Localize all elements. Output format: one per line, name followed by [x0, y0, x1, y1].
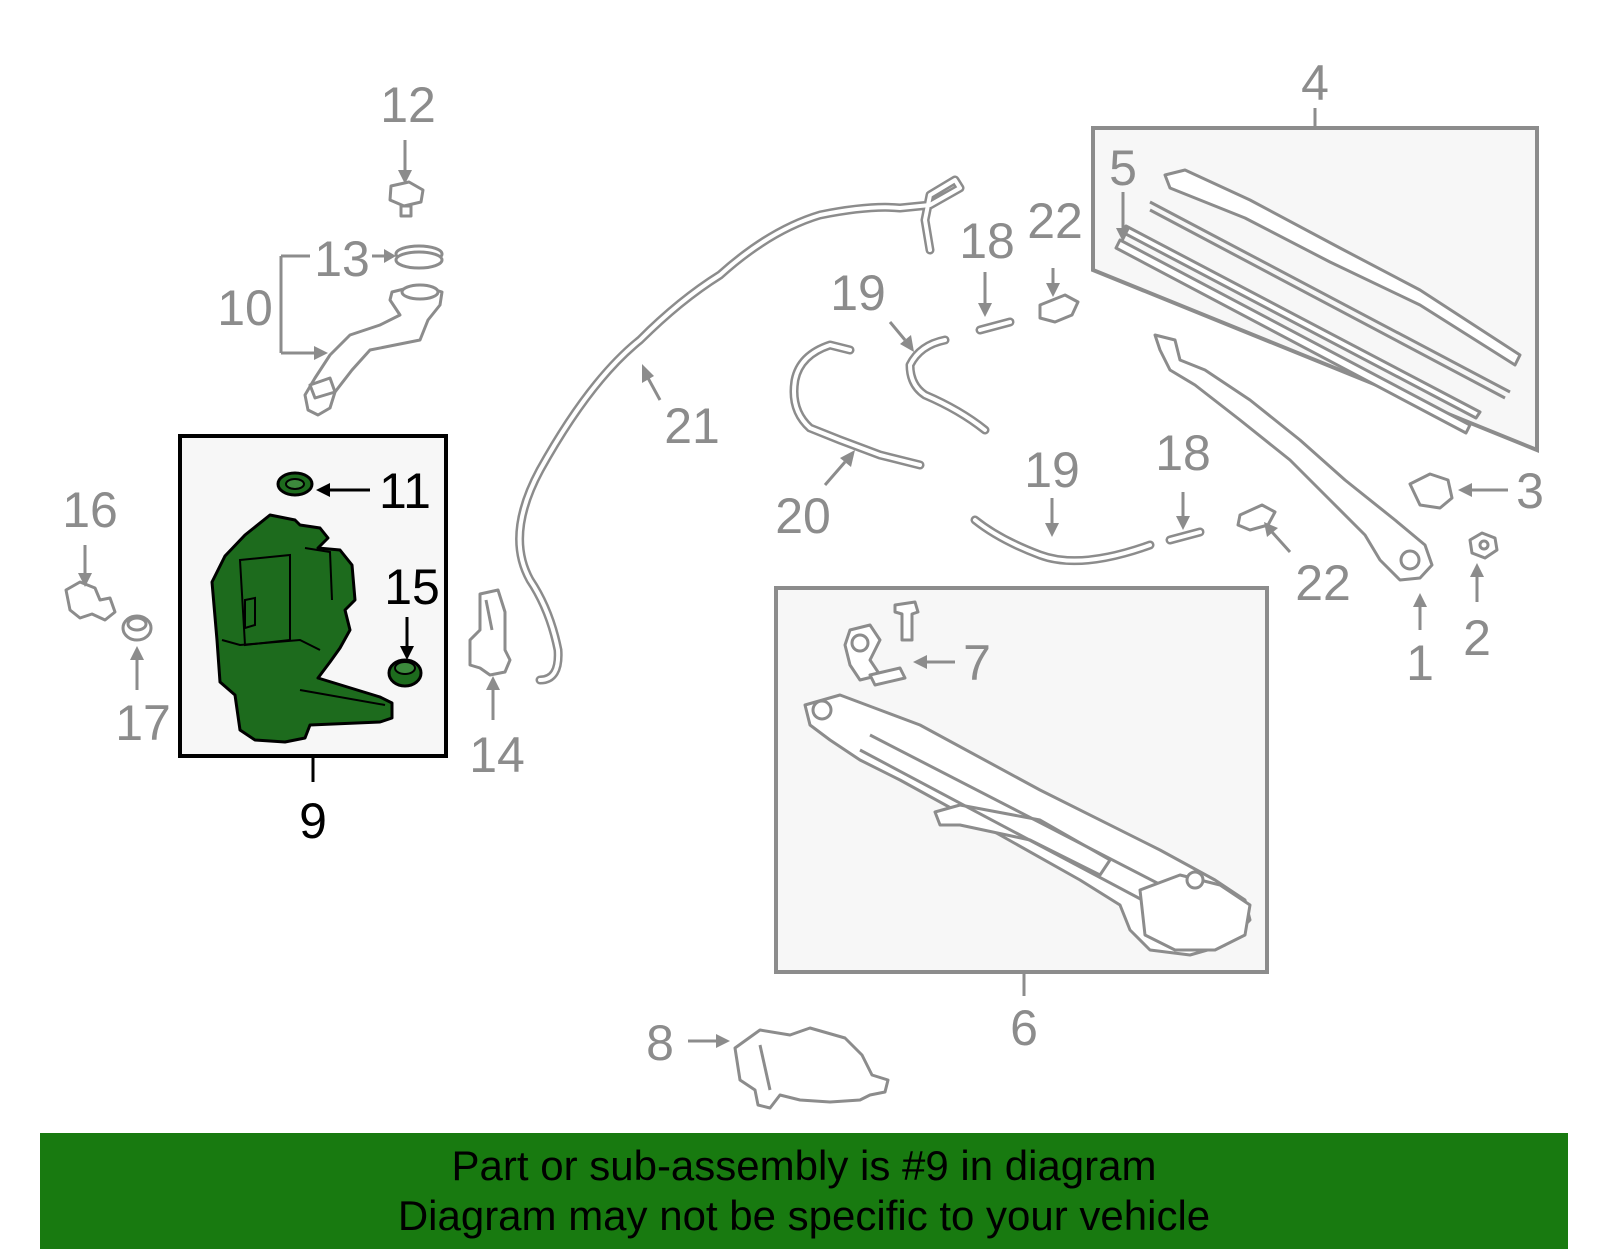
- callout-12: 12: [380, 77, 436, 133]
- callout-18a: 18: [959, 213, 1015, 269]
- callout-3: 3: [1516, 463, 1544, 519]
- callout-6: 6: [1010, 1000, 1038, 1056]
- info-banner: Part or sub-assembly is #9 in diagram Di…: [40, 1133, 1568, 1249]
- callout-14: 14: [469, 727, 525, 783]
- wiper-linkage-box: [774, 586, 1269, 996]
- callout-22a: 22: [1027, 193, 1083, 249]
- callout-21: 21: [664, 398, 720, 454]
- callout-1: 1: [1406, 635, 1434, 691]
- callout-17: 17: [115, 695, 171, 751]
- banner-line-1: Part or sub-assembly is #9 in diagram: [451, 1142, 1157, 1189]
- washer-hoses: [515, 175, 1205, 685]
- callout-20: 20: [775, 488, 831, 544]
- callout-11: 11: [379, 463, 431, 519]
- callout-13: 13: [314, 231, 370, 287]
- callout-22b: 22: [1295, 555, 1351, 611]
- callout-7: 7: [963, 635, 991, 691]
- filler-neck: [303, 180, 444, 417]
- callout-2: 2: [1463, 610, 1491, 666]
- callout-4: 4: [1301, 55, 1329, 111]
- callout-16: 16: [62, 482, 118, 538]
- callout-18b: 18: [1155, 425, 1211, 481]
- banner-line-2: Diagram may not be specific to your vehi…: [397, 1192, 1211, 1239]
- callout-labels: 1 2 3 4 5 6 7 8 9 10 11 12 13 14 15 16 1…: [62, 55, 1544, 1071]
- callout-9: 9: [299, 793, 327, 849]
- callout-10: 10: [217, 280, 273, 336]
- callout-5: 5: [1109, 140, 1137, 196]
- callout-19a: 19: [830, 265, 886, 321]
- callout-15: 15: [384, 559, 440, 615]
- washer-reservoir-box: [178, 434, 448, 782]
- callout-19b: 19: [1024, 442, 1080, 498]
- wiper-motor: [733, 1026, 890, 1110]
- callout-8: 8: [646, 1015, 674, 1071]
- leader-lines: [78, 140, 1508, 1048]
- small-parts: [64, 580, 512, 677]
- wiper-blade-box: [1091, 108, 1539, 453]
